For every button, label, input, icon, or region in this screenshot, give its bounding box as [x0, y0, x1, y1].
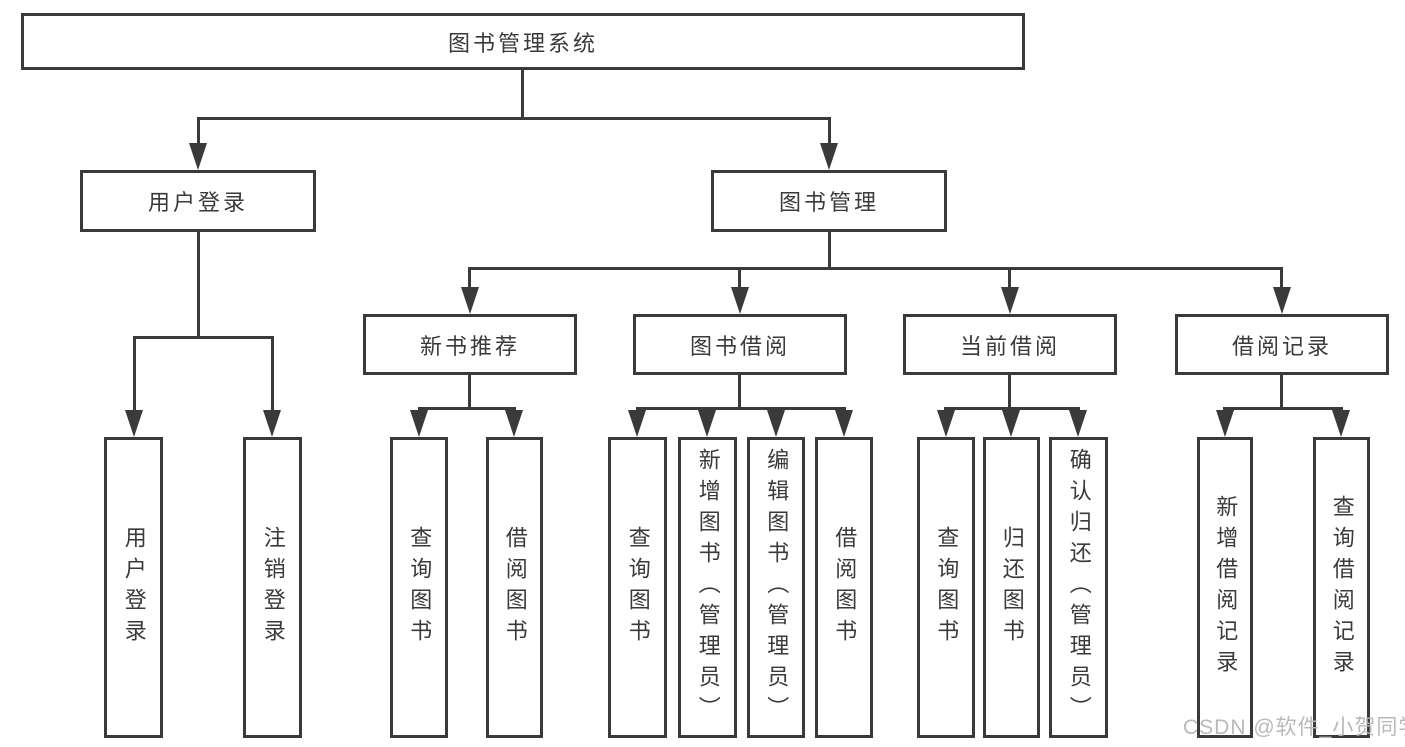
node-borrowing-records: 借阅记录 [1175, 314, 1389, 375]
node-label: 注销登录 [260, 525, 286, 650]
connector-line [468, 375, 471, 407]
arrow-down-icon [461, 287, 479, 314]
leaf-edit-books-admin: 编辑图书（管理员） [747, 437, 805, 738]
connector-line [197, 232, 200, 336]
connector-line [738, 267, 741, 291]
arrow-down-icon [767, 410, 785, 437]
node-label: 编辑图书（管理员） [764, 448, 790, 727]
leaf-add-books-admin: 新增图书（管理员） [678, 437, 737, 738]
leaf-query-books-borrowing: 查询图书 [608, 437, 667, 738]
leaf-borrow-books-recommend: 借阅图书 [486, 437, 543, 738]
node-new-book-recommend: 新书推荐 [363, 314, 577, 375]
arrow-down-icon [937, 410, 955, 437]
connector-line [944, 407, 1080, 410]
connector-line [828, 232, 831, 267]
connector-line [1280, 267, 1283, 291]
connector-line [521, 70, 524, 117]
arrow-down-icon [1273, 287, 1291, 314]
node-label: 新增借阅记录 [1213, 494, 1239, 681]
node-label: 新书推荐 [419, 333, 520, 359]
node-label: 新增图书（管理员） [695, 448, 721, 727]
node-label: 当前借阅 [959, 333, 1060, 359]
connector-line [468, 267, 1283, 270]
node-book-borrowing: 图书借阅 [633, 314, 847, 375]
connector-line [468, 267, 471, 291]
connector-line [1008, 267, 1011, 291]
leaf-return-books: 归还图书 [983, 437, 1040, 738]
arrow-down-icon [1002, 410, 1020, 437]
leaf-user-login: 用户登录 [104, 437, 163, 738]
node-label: 图书管理系统 [447, 30, 598, 56]
connector-line [636, 407, 846, 410]
arrow-down-icon [1001, 287, 1019, 314]
connector-line [271, 336, 274, 414]
leaf-query-books-current: 查询图书 [917, 437, 975, 738]
arrow-down-icon [628, 410, 646, 437]
node-label: 图书借阅 [689, 333, 790, 359]
node-label: 借阅图书 [832, 525, 858, 650]
connector-line [1280, 375, 1283, 407]
arrow-down-icon [731, 287, 749, 314]
leaf-query-books-recommend: 查询图书 [390, 437, 448, 738]
arrow-down-icon [820, 143, 838, 170]
node-label: 图书管理 [778, 190, 879, 215]
connector-line [1223, 407, 1343, 410]
arrow-down-icon [1332, 410, 1350, 437]
node-label: 查询图书 [407, 525, 433, 650]
connector-line [133, 336, 136, 414]
node-user-login: 用户登录 [80, 170, 316, 232]
node-label: 归还图书 [999, 525, 1025, 650]
node-label: 用户登录 [121, 525, 147, 650]
arrow-down-icon [835, 410, 853, 437]
arrow-down-icon [505, 410, 523, 437]
arrow-down-icon [1216, 410, 1234, 437]
arrow-down-icon [189, 143, 207, 170]
node-book-management: 图书管理 [711, 170, 947, 232]
connector-line [418, 407, 516, 410]
connector-line [197, 117, 831, 120]
node-label: 查询图书 [934, 525, 960, 650]
connector-line [1008, 375, 1011, 407]
node-label: 借阅图书 [502, 525, 528, 650]
arrow-down-icon [263, 410, 281, 437]
node-label: 用户登录 [147, 190, 248, 215]
arrow-down-icon [698, 410, 716, 437]
leaf-add-borrow-record: 新增借阅记录 [1197, 437, 1253, 738]
node-library-system: 图书管理系统 [21, 13, 1025, 70]
leaf-logout: 注销登录 [243, 437, 302, 738]
leaf-query-borrow-record: 查询借阅记录 [1313, 437, 1370, 738]
node-label: 借阅记录 [1231, 333, 1332, 359]
arrow-down-icon [1069, 410, 1087, 437]
leaf-borrow-books-borrowing: 借阅图书 [815, 437, 873, 738]
node-label: 查询借阅记录 [1329, 494, 1355, 681]
node-label: 查询图书 [625, 525, 651, 650]
node-current-borrowing: 当前借阅 [903, 314, 1117, 375]
node-label: 确认归还（管理员） [1066, 448, 1092, 727]
leaf-confirm-return-admin: 确认归还（管理员） [1049, 437, 1108, 738]
connector-line [828, 117, 831, 147]
connector-line [738, 375, 741, 407]
connector-line [133, 336, 274, 339]
arrow-down-icon [410, 410, 428, 437]
arrow-down-icon [125, 410, 143, 437]
watermark: CSDN @软件_小贺同学 [1183, 716, 1405, 739]
connector-line [197, 117, 200, 147]
